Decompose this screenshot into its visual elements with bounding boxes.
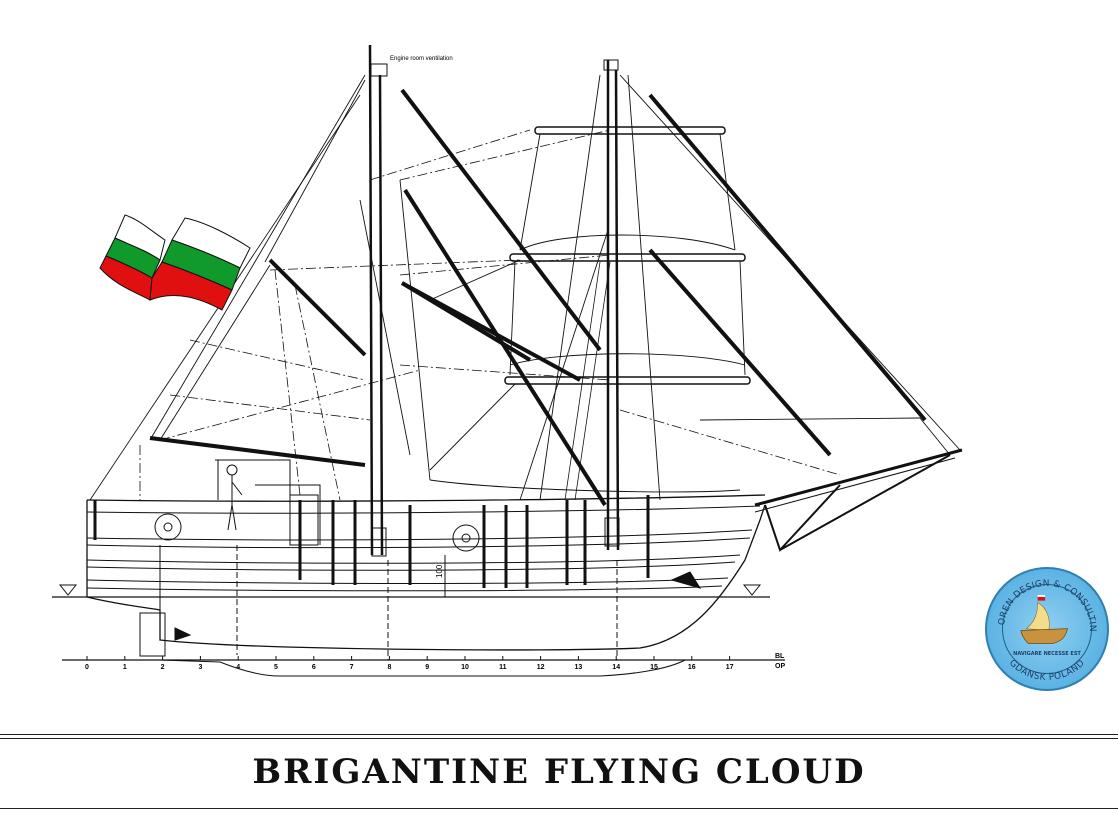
- station-label: 4: [236, 664, 240, 671]
- station-label: 14: [612, 664, 620, 671]
- dimension-label: 100: [435, 564, 444, 578]
- waterline-marker-icon: [58, 584, 78, 596]
- svg-text:GDANSK POLAND: GDANSK POLAND: [1007, 658, 1087, 683]
- logo-motto: NAVIGARE NECESSE EST: [1013, 651, 1081, 657]
- station-label: 7: [350, 664, 354, 671]
- station-label: 0: [85, 664, 89, 671]
- title-rule-top: [0, 734, 1118, 735]
- station-label: 12: [537, 664, 545, 671]
- hull: [86, 459, 766, 677]
- bowsprit: [754, 448, 963, 507]
- logo-ring: [1002, 584, 1092, 674]
- title-rule-bottom: [0, 808, 1118, 809]
- bl-label: BL: [775, 653, 785, 660]
- yards: [149, 126, 751, 467]
- station-label: 9: [425, 664, 429, 671]
- station-label: 10: [461, 664, 469, 671]
- station-label: 17: [726, 664, 734, 671]
- station-label: 5: [274, 664, 278, 671]
- bulgarian-flag: [99, 214, 251, 311]
- station-label: 3: [198, 664, 202, 671]
- engine-room-label: Engine room ventilation: [390, 56, 453, 62]
- station-label: 16: [688, 664, 696, 671]
- station-label: 8: [387, 664, 391, 671]
- title-rule-top-2: [0, 738, 1118, 739]
- op-label: OP: [775, 663, 785, 670]
- station-label: 2: [161, 664, 165, 671]
- masts: [368, 44, 620, 556]
- station-label: 1: [123, 664, 127, 671]
- station-label: 15: [650, 664, 658, 671]
- logo-ship-icon: [1020, 595, 1068, 644]
- waterline-marker-icon: [742, 584, 762, 596]
- station-ticks: [86, 656, 731, 660]
- drawing-title: BRIGANTINE FLYING CLOUD: [252, 752, 866, 792]
- station-label: 13: [575, 664, 583, 671]
- logo-text-bottom: GDANSK POLAND: [1007, 658, 1087, 683]
- station-label: 11: [499, 664, 507, 671]
- station-label: 6: [312, 664, 316, 671]
